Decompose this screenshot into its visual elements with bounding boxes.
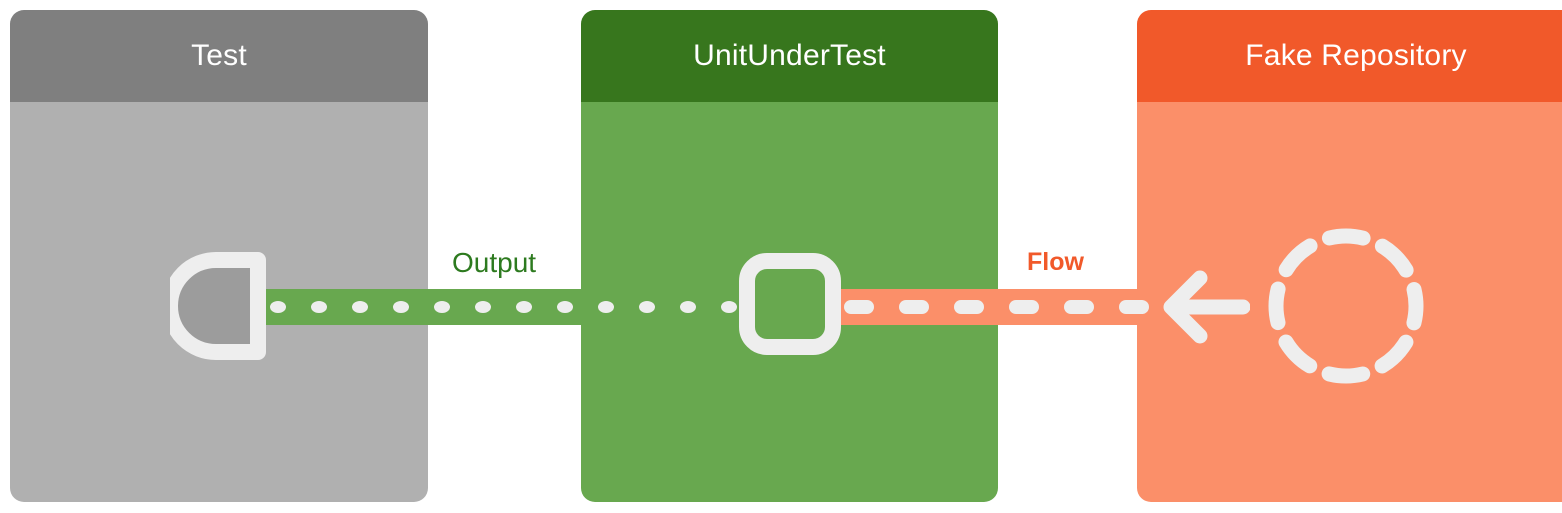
left-arrow-icon xyxy=(1158,268,1251,351)
output-dot-track xyxy=(270,301,737,313)
panel-test-header: Test xyxy=(10,10,428,102)
rounded-square-icon xyxy=(738,252,842,361)
connector-flow[interactable] xyxy=(838,289,1168,325)
panel-fake-repository-title: Fake Repository xyxy=(1245,39,1467,72)
panel-unit-under-test-header: UnitUnderTest xyxy=(581,10,998,102)
flow-dash-track xyxy=(844,300,1149,314)
edge-label-flow: Flow xyxy=(1027,248,1084,276)
panel-test-title: Test xyxy=(191,39,247,72)
d-socket-icon xyxy=(162,252,274,365)
panel-fake-repository-header: Fake Repository xyxy=(1137,10,1562,102)
dashed-circle-icon xyxy=(1262,222,1430,395)
edge-label-output: Output xyxy=(452,247,537,278)
panel-unit-under-test-title: UnitUnderTest xyxy=(693,39,886,72)
